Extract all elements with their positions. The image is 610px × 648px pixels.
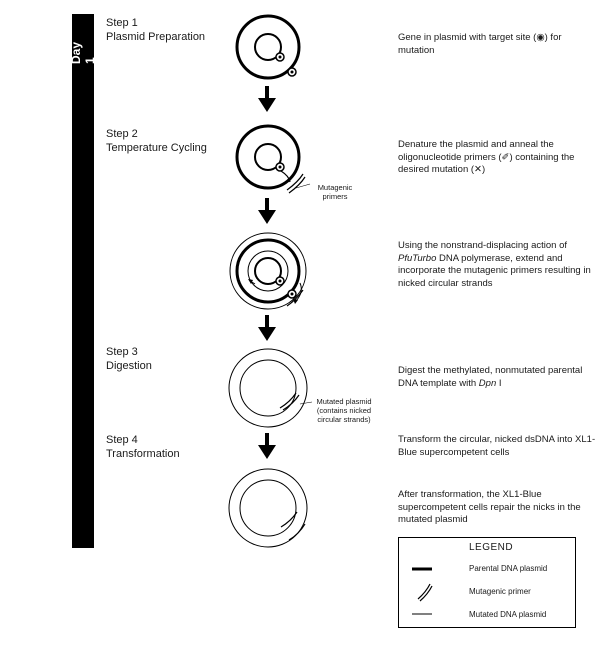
target-site-icon [276, 163, 284, 171]
extension-text-a: Using the nonstrand-displacing action of [398, 240, 567, 251]
target-site-icon [288, 68, 296, 76]
plasmid-stage-3 [230, 233, 306, 309]
legend-title: LEGEND [469, 542, 513, 553]
plasmid-stage-2 [237, 126, 305, 193]
description-step-1: Gene in plasmid with target site (◉) for… [398, 32, 598, 57]
description-extension: Using the nonstrand-displacing action of… [398, 240, 598, 290]
arrow-down-icon [258, 86, 276, 112]
target-site-icon [276, 277, 284, 285]
arrow-down-icon [258, 433, 276, 459]
arrow-down-icon [258, 198, 276, 224]
enzyme-name: Dpn [479, 378, 496, 389]
legend: LEGEND Parental DNA plasmid Mutagenic pr… [398, 537, 576, 628]
arrow-down-icon [258, 315, 276, 341]
legend-item-parental: Parental DNA plasmid [469, 564, 547, 573]
plasmid-stage-5 [229, 469, 307, 547]
mutated-plasmid-callout: Mutated plasmid (contains nicked circula… [308, 397, 380, 424]
target-site-icon [276, 53, 284, 61]
description-step-3: Digest the methylated, nonmutated parent… [398, 365, 598, 390]
legend-item-primer: Mutagenic primer [469, 587, 531, 596]
polymerase-name: PfuTurbo [398, 253, 436, 264]
description-repair: After transformation, the XL1-Blue super… [398, 489, 598, 527]
mutagenic-primers-callout: Mutagenic primers [306, 183, 364, 201]
plasmid-stage-1 [237, 16, 299, 78]
digestion-text-b: I [496, 378, 501, 389]
description-step-2: Denature the plasmid and anneal the olig… [398, 139, 598, 177]
target-site-icon [288, 290, 296, 298]
description-step-4: Transform the circular, nicked dsDNA int… [398, 434, 598, 459]
plasmid-stage-4 [229, 349, 307, 427]
legend-item-mutated: Mutated DNA plasmid [469, 610, 546, 619]
